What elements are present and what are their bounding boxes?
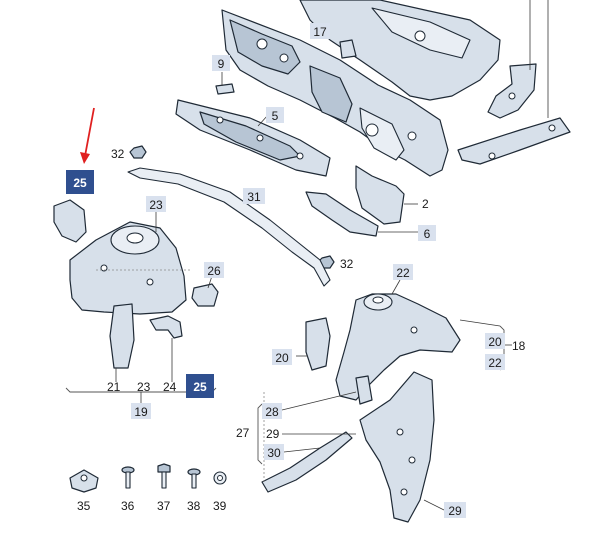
label-26: 26	[204, 262, 224, 278]
reinforcement-21	[109, 303, 135, 369]
label-30: 30	[264, 444, 284, 460]
label-32-mid: 32	[340, 257, 354, 271]
label-31: 31	[243, 188, 265, 204]
label-36: 36	[121, 499, 135, 513]
mount-35	[69, 469, 99, 493]
label-9-text: 9	[218, 57, 225, 71]
label-24: 24	[163, 380, 177, 394]
bolt-37	[157, 463, 171, 489]
label-18: 18	[512, 339, 526, 353]
bulkhead-panel	[221, 9, 449, 177]
label-27: 27	[236, 426, 250, 440]
strut-bar-31	[127, 167, 331, 287]
nut-32-top	[129, 145, 147, 159]
label-6-text: 6	[424, 227, 431, 241]
label-21-text: 21	[107, 380, 121, 394]
label-9: 9	[212, 55, 230, 71]
label-29-left-text: 29	[266, 427, 280, 441]
bolt-38	[187, 468, 201, 489]
red-arrow-icon	[80, 107, 95, 164]
washer-39	[213, 471, 227, 485]
wheel-housing-22	[335, 293, 461, 401]
label-28: 28	[262, 403, 282, 419]
label-35: 35	[77, 499, 91, 513]
label-21: 21	[107, 380, 121, 394]
label-22-top-text: 22	[396, 266, 410, 280]
label-23-bottom: 23	[137, 380, 151, 394]
label-37-text: 37	[157, 499, 171, 513]
label-29-left: 29	[266, 427, 280, 441]
strut-tower-23	[69, 221, 187, 315]
label-20-right-text: 20	[488, 335, 502, 349]
label-6: 6	[418, 225, 436, 241]
label-27-text: 27	[236, 426, 250, 440]
label-23-top: 23	[146, 196, 166, 212]
bracket-2	[355, 165, 405, 225]
bracket-26	[191, 283, 219, 307]
label-25-top[interactable]: 25	[66, 170, 94, 194]
label-19-text: 19	[134, 405, 148, 419]
label-17-text: 17	[313, 25, 327, 39]
label-26-text: 26	[207, 264, 221, 278]
label-39: 39	[213, 499, 227, 513]
bracket-20	[305, 317, 331, 371]
label-25-top-text: 25	[73, 176, 87, 190]
label-38-text: 38	[187, 499, 201, 513]
label-29-right-text: 29	[448, 504, 462, 518]
clip-9	[215, 83, 235, 95]
label-20-left-text: 20	[275, 351, 289, 365]
right-upper-bracket	[487, 63, 537, 119]
label-25-bottom-text: 25	[193, 380, 207, 394]
label-22-right: 22	[485, 354, 505, 370]
label-28-text: 28	[265, 405, 279, 419]
side-member-29	[359, 371, 435, 523]
label-31-text: 31	[247, 190, 261, 204]
label-25-bottom[interactable]: 25	[186, 374, 214, 398]
rail-30	[261, 431, 353, 493]
label-37: 37	[157, 499, 171, 513]
label-30-text: 30	[267, 446, 281, 460]
label-38: 38	[187, 499, 201, 513]
label-24-text: 24	[163, 380, 177, 394]
label-39-text: 39	[213, 499, 227, 513]
right-cross-member	[457, 117, 571, 165]
label-22-top: 22	[393, 264, 413, 280]
label-32-mid-text: 32	[340, 257, 354, 271]
label-22-right-text: 22	[488, 356, 502, 370]
bracket-24	[149, 315, 183, 339]
member-28	[355, 375, 373, 405]
label-19: 19	[131, 403, 151, 419]
label-5: 5	[266, 107, 284, 123]
label-23-bottom-text: 23	[137, 380, 151, 394]
label-36-text: 36	[121, 499, 135, 513]
bracket-6	[305, 191, 379, 237]
label-20-right: 20	[485, 333, 505, 349]
cowl-panel	[299, 0, 501, 101]
label-2: 2	[422, 197, 429, 211]
label-32-top: 32	[111, 147, 125, 161]
label-20-left: 20	[272, 349, 292, 365]
bracket-25	[53, 199, 87, 243]
label-5-text: 5	[272, 109, 279, 123]
label-35-text: 35	[77, 499, 91, 513]
label-32-top-text: 32	[111, 147, 125, 161]
bracket-17	[339, 39, 357, 59]
label-23-top-text: 23	[149, 198, 163, 212]
cross-panel-5	[175, 99, 331, 177]
label-18-text: 18	[512, 339, 526, 353]
label-2-text: 2	[422, 197, 429, 211]
bolt-36	[121, 466, 135, 489]
label-17: 17	[310, 23, 330, 39]
label-29-right: 29	[444, 502, 466, 518]
